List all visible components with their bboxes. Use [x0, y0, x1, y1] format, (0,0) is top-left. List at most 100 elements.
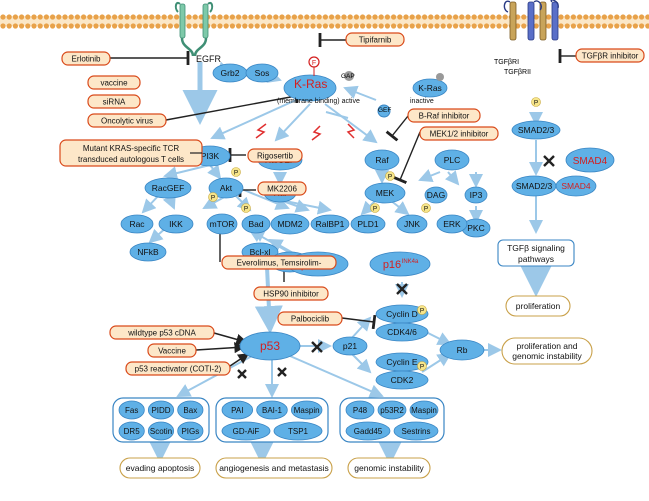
pld1-node: PLD1	[350, 214, 386, 234]
sirna-box: siRNA	[87, 94, 141, 109]
bad-label: Bad	[248, 219, 263, 229]
phosphate-label: P	[234, 170, 238, 177]
sos-node: Sos	[245, 63, 279, 83]
gene-label: PIGs	[181, 427, 199, 436]
angiogenesis-outcome-line: angiogenesis and metastasis	[219, 463, 329, 473]
smad23-a-label: SMAD2/3	[518, 125, 555, 135]
hsp90-inhibitor-box: HSP90 inhibitor	[253, 286, 329, 301]
gene-label: BAI-1	[262, 406, 283, 415]
vaccine-label: vaccine	[100, 79, 128, 88]
tipifarnib-label: Tipifarnib	[359, 36, 392, 45]
cdk46-node: CDK4/6	[375, 322, 429, 342]
erlotinib-box: Erlotinib	[61, 51, 111, 66]
ralbp1-label: RalBP1	[316, 219, 345, 229]
nfkb-node: NFkB	[129, 242, 167, 262]
erk-label: ERK	[443, 219, 461, 229]
cycline-node: Cyclin E	[375, 352, 429, 372]
gene-label: Sestrins	[402, 427, 431, 436]
tgfb-line1: TGFβ signaling	[507, 243, 565, 253]
phosphate-marker: P	[385, 171, 395, 181]
genomic-instability-outcome: genomic instability	[347, 457, 431, 479]
phosphate-label: P	[388, 174, 392, 181]
egfr-receptor	[174, 2, 214, 57]
cycline-label: Cyclin E	[386, 357, 418, 367]
gene-label: TSP1	[288, 427, 309, 436]
ikk-node: IKK	[158, 214, 194, 234]
kras-inactive-node: K-Ras	[412, 73, 448, 98]
oncolytic-virus-box: Oncolytic virus	[87, 113, 167, 128]
gene-label: GD-AiF	[233, 427, 260, 436]
gene-item: DR5	[118, 421, 145, 441]
gene-item: GD-AiF	[221, 421, 271, 441]
ikk-label: IKK	[169, 219, 183, 229]
palbociclib-box: Palbociclib	[277, 311, 343, 326]
rigosertib-box: Rigosertib	[247, 148, 303, 163]
ip3-node: IP3	[464, 186, 488, 204]
gef-circle	[377, 104, 391, 118]
bad-node: Bad	[241, 214, 271, 234]
kras-label: K-Ras	[294, 77, 327, 91]
phosphate-marker: P	[208, 192, 218, 202]
genomic-instability-outcome-line: genomic instability	[354, 463, 424, 473]
gene-label: DR5	[124, 427, 141, 436]
gene-item: Maspin	[290, 400, 323, 420]
jnk-label: JNK	[404, 219, 420, 229]
phosphate-marker: P	[231, 167, 241, 177]
palbociclib-label: Palbociclib	[291, 315, 330, 324]
grb2-label: Grb2	[221, 68, 240, 78]
dag-node: DAG	[424, 186, 448, 204]
phosphate-label: P	[420, 364, 424, 371]
cdk2-node: CDK2	[375, 370, 429, 390]
jnk-node: JNK	[396, 214, 428, 234]
mk2206-label: MK2206	[267, 185, 297, 194]
cdk2-label: CDK2	[391, 375, 414, 385]
activation-bolts	[255, 123, 356, 141]
mek12-inhibitor-box: MEK1/2 inhibitor	[419, 126, 499, 141]
phosphate-marker: P	[241, 203, 251, 213]
phosphate-marker: P	[417, 305, 427, 315]
mdm2-node: MDM2	[270, 213, 310, 235]
gene-item: p53R2	[377, 400, 407, 420]
p53-node: p53	[239, 331, 301, 361]
phosphate-marker: P	[370, 203, 380, 213]
mk2206-box: MK2206	[257, 181, 307, 196]
vaccine-box: vaccine	[87, 75, 141, 90]
p21-node: p21	[332, 336, 368, 356]
evading-apoptosis-outcome-line: evading apoptosis	[126, 463, 195, 473]
plc-label: PLC	[444, 155, 461, 165]
gene-label: Maspin	[411, 406, 437, 415]
mdm2-label: MDM2	[277, 219, 302, 229]
mek12-inhibitor-label: MEK1/2 inhibitor	[430, 130, 489, 139]
nfkb-label: NFkB	[137, 247, 159, 257]
kras-active-node	[283, 74, 337, 102]
gap-circle	[344, 71, 354, 81]
gene-label: PAI	[231, 406, 243, 415]
sirna-label: siRNA	[103, 98, 126, 107]
pi3k-label: PI3K	[201, 151, 220, 161]
phosphate-label: P	[534, 100, 538, 107]
farnesyl-label: F	[312, 60, 316, 67]
proliferation-outcome-line: proliferation	[516, 301, 561, 311]
p53-label: p53	[260, 339, 280, 353]
p53-reactivator-label: p53 reactivator (COTI-2)	[135, 365, 222, 374]
mek-label: MEK	[376, 188, 395, 198]
outcome-boxes: TGFβ signalingpathwaysproliferationproli…	[119, 239, 593, 479]
phosphate-marker: P	[531, 97, 541, 107]
phosphate-label: P	[244, 206, 248, 213]
gene-label: Scotin	[150, 427, 172, 436]
smad23-label: SMAD2/3	[516, 181, 553, 191]
raf-node: Raf	[364, 149, 400, 171]
tipifarnib-box: Tipifarnib	[345, 32, 405, 47]
rac-label: Rac	[129, 219, 145, 229]
racgef-label: RacGEF	[152, 183, 185, 193]
braf-inhibitor-box: B-Raf inhibitor	[407, 108, 481, 123]
gene-item: Scotin	[147, 421, 175, 441]
akt-node: Akt	[208, 177, 244, 199]
mek-node: MEK	[364, 182, 406, 204]
gene-item: Sestrins	[393, 421, 439, 441]
